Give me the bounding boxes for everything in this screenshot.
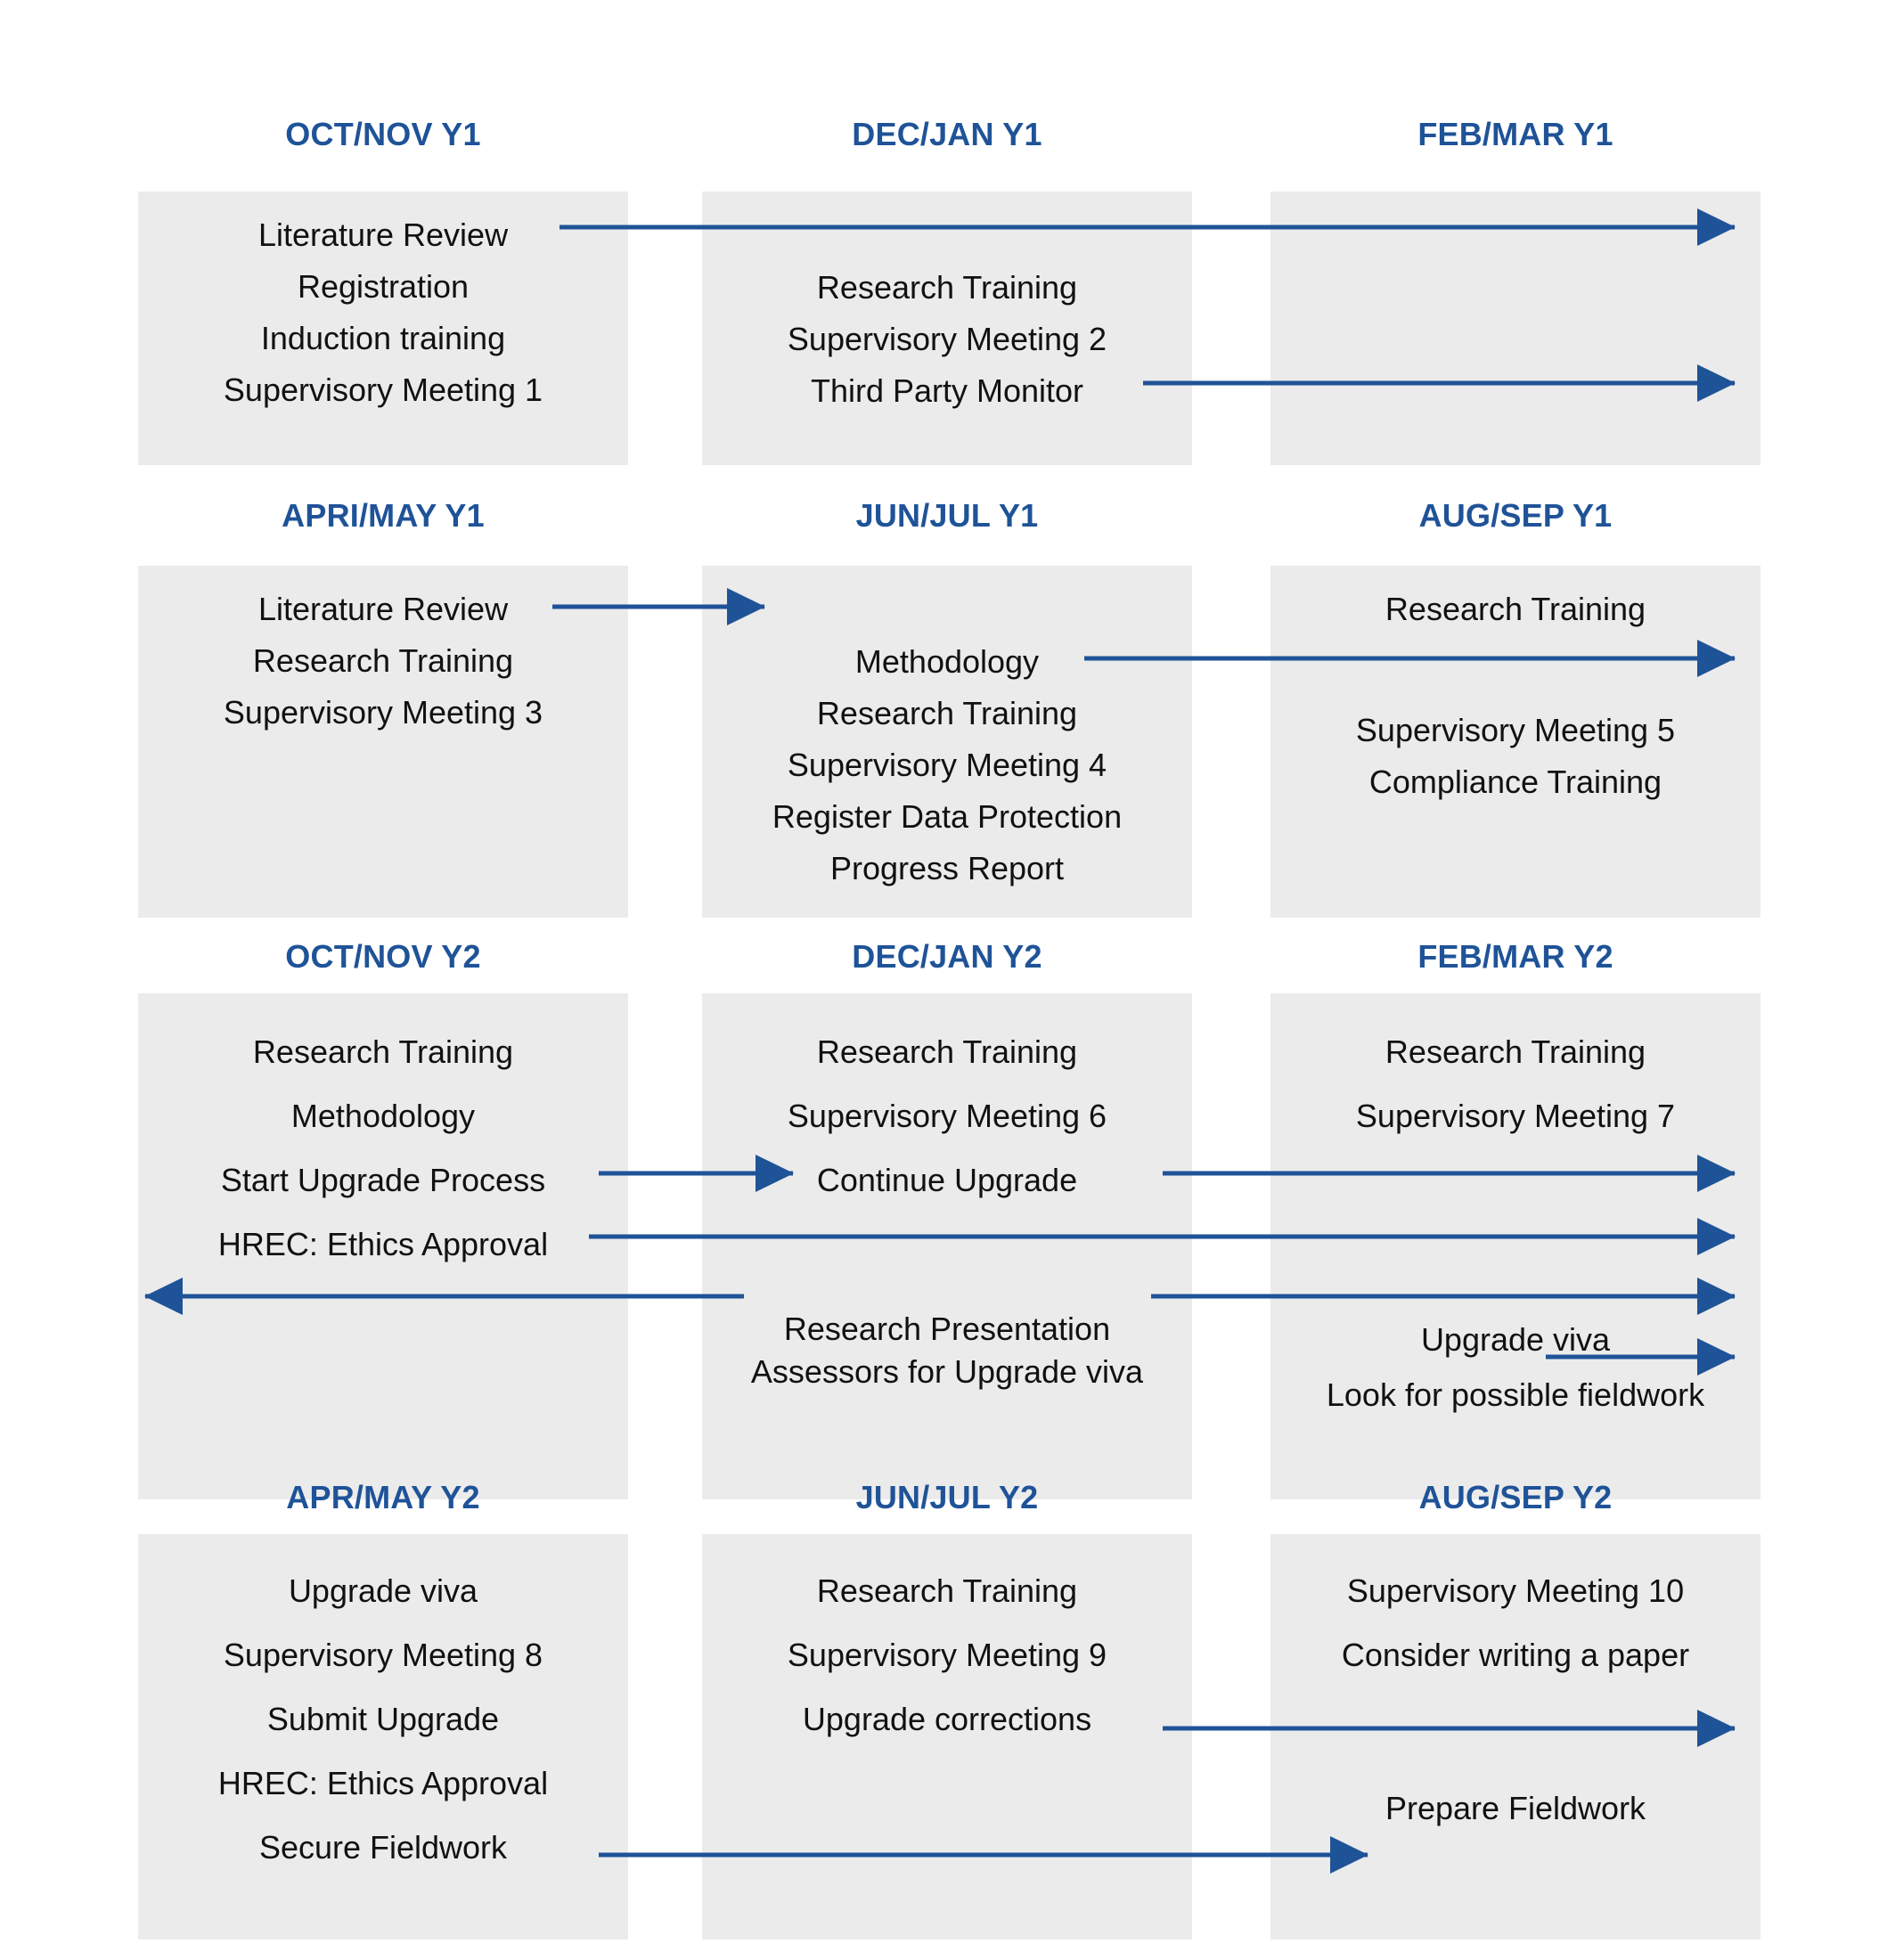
task-list: Research Training Supervisory Meeting 2 … [702, 272, 1192, 407]
period-panel [702, 566, 1192, 918]
period-title: AUG/SEP Y2 [1418, 1479, 1613, 1515]
task-item: Upgrade viva [288, 1572, 478, 1609]
period-jun-jul-y2[interactable]: JUN/JUL Y2 Research Training Supervisory… [702, 1479, 1192, 1951]
period-panel [1270, 192, 1760, 465]
period-panel [138, 192, 628, 465]
period-apr-may-y2[interactable]: APR/MAY Y2 Upgrade viva Supervisory Meet… [138, 1479, 628, 1951]
task-item: Supervisory Meeting 5 [1355, 712, 1676, 748]
task-item: Registration [297, 268, 470, 305]
period-feb-mar-y1[interactable]: FEB/MAR Y1 [1270, 116, 1760, 472]
period-aug-sep-y2[interactable]: AUG/SEP Y2 Supervisory Meeting 10 Consid… [1270, 1479, 1760, 1951]
period-oct-nov-y2[interactable]: OCT/NOV Y2 Research Training Methodology… [138, 938, 628, 1499]
period-panel [702, 192, 1192, 465]
task-list: Methodology Research Training Supervisor… [702, 646, 1192, 885]
task-item: Progress Report [829, 850, 1065, 886]
period-panel [138, 1534, 628, 1940]
period-title: APR/MAY Y2 [286, 1479, 480, 1515]
task-item: Supervisory Meeting 2 [787, 321, 1107, 357]
task-item: Methodology [290, 1098, 476, 1134]
task-item: Supervisory Meeting 6 [787, 1098, 1107, 1134]
task-item: Supervisory Meeting 7 [1355, 1098, 1676, 1134]
task-item: Research Presentation [783, 1311, 1111, 1347]
task-item: Supervisory Meeting 4 [787, 747, 1107, 783]
task-list: Research Training Supervisory Meeting 7 … [1270, 1036, 1760, 1411]
task-item: Third Party Monitor [810, 372, 1084, 409]
task-item: Research Training [816, 269, 1078, 306]
task-item: Induction training [260, 320, 506, 356]
period-apri-may-y1[interactable]: APRI/MAY Y1 Literature Review Research T… [138, 497, 628, 925]
task-item: Look for possible fieldwork [1326, 1376, 1705, 1413]
task-item: Upgrade corrections [802, 1701, 1092, 1737]
task-item: Supervisory Meeting 1 [223, 372, 543, 408]
period-panel [702, 1534, 1192, 1940]
task-item: Secure Fieldwork [258, 1829, 508, 1866]
period-oct-nov-y1[interactable]: OCT/NOV Y1 Literature Review Registratio… [138, 116, 628, 472]
task-item: Consider writing a paper [1341, 1637, 1690, 1673]
task-item: Supervisory Meeting 3 [223, 694, 543, 731]
task-item: Methodology [854, 643, 1040, 680]
task-list: Supervisory Meeting 10 Consider writing … [1270, 1575, 1760, 1825]
task-item: Literature Review [257, 591, 509, 627]
task-item: Literature Review [257, 216, 509, 253]
task-item: HREC: Ethics Approval [217, 1765, 549, 1801]
task-list: Research Training Supervisory Meeting 9 … [702, 1575, 1192, 1735]
task-list: Upgrade viva Supervisory Meeting 8 Submi… [138, 1575, 628, 1864]
task-list: Research Training Methodology Start Upgr… [138, 1036, 628, 1261]
task-item: Research Training [816, 1033, 1078, 1070]
period-title: DEC/JAN Y1 [852, 116, 1042, 152]
task-item: Submit Upgrade [266, 1701, 500, 1737]
period-title: OCT/NOV Y2 [285, 938, 481, 975]
task-item: HREC: Ethics Approval [217, 1226, 549, 1262]
task-list: Literature Review Registration Induction… [138, 219, 628, 406]
period-title: JUN/JUL Y1 [855, 497, 1039, 534]
task-item: Research Training [1385, 591, 1646, 627]
task-item: Supervisory Meeting 10 [1346, 1572, 1685, 1609]
period-title: FEB/MAR Y1 [1417, 116, 1613, 152]
task-item: Research Training [252, 642, 514, 679]
period-panel [138, 993, 628, 1499]
task-item: Assessors for Upgrade viva [750, 1353, 1144, 1390]
task-item: Register Data Protection [772, 798, 1123, 835]
task-item: Continue Upgrade [816, 1162, 1078, 1198]
task-item: Compliance Training [1368, 764, 1662, 800]
period-feb-mar-y2[interactable]: FEB/MAR Y2 Research Training Supervisory… [1270, 938, 1760, 1499]
task-item: Start Upgrade Process [220, 1162, 546, 1198]
task-item: Supervisory Meeting 9 [787, 1637, 1107, 1673]
period-aug-sep-y1[interactable]: AUG/SEP Y1 Research Training Supervisory… [1270, 497, 1760, 925]
period-title: AUG/SEP Y1 [1418, 497, 1613, 534]
period-dec-jan-y1[interactable]: DEC/JAN Y1 Research Training Supervisory… [702, 116, 1192, 472]
period-panel [1270, 566, 1760, 918]
task-item: Research Training [816, 695, 1078, 731]
task-item: Research Training [816, 1572, 1078, 1609]
period-jun-jul-y1[interactable]: JUN/JUL Y1 Methodology Research Training… [702, 497, 1192, 925]
period-panel [138, 566, 628, 918]
task-list: Research Training Supervisory Meeting 6 … [702, 1036, 1192, 1388]
period-panel [1270, 993, 1760, 1499]
task-item: Upgrade viva [1420, 1321, 1611, 1358]
task-item: Supervisory Meeting 8 [223, 1637, 543, 1673]
task-item: Prepare Fieldwork [1385, 1790, 1646, 1826]
period-title: JUN/JUL Y2 [855, 1479, 1039, 1515]
task-list: Research Training Supervisory Meeting 5 … [1270, 593, 1760, 798]
task-item: Research Training [252, 1033, 514, 1070]
period-title: APRI/MAY Y1 [282, 497, 485, 534]
task-list: Literature Review Research Training Supe… [138, 593, 628, 729]
task-item: Research Training [1385, 1033, 1646, 1070]
period-title: FEB/MAR Y2 [1417, 938, 1613, 975]
period-title: DEC/JAN Y2 [852, 938, 1042, 975]
period-panel [702, 993, 1192, 1499]
period-title: OCT/NOV Y1 [285, 116, 481, 152]
period-dec-jan-y2[interactable]: DEC/JAN Y2 Research Training Supervisory… [702, 938, 1192, 1499]
